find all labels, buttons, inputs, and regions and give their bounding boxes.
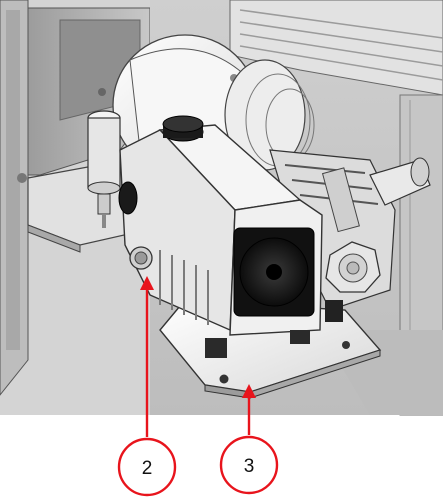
drain-plug-icon (129, 246, 153, 270)
sensor-cylinder (87, 110, 121, 228)
screw-icon (17, 173, 27, 183)
leader-arrow-3 (242, 384, 256, 398)
vacuum-pump-illustration (118, 115, 323, 358)
pump-coupling (269, 149, 431, 322)
leader-arrow-2 (140, 276, 154, 290)
callout-label-2: 2 (142, 458, 153, 479)
callout-label-3: 3 (244, 456, 255, 477)
callout-leaders (140, 276, 256, 437)
callout-2: 2 (117, 437, 177, 497)
callout-3: 3 (219, 435, 279, 495)
screw-icon (98, 88, 106, 96)
